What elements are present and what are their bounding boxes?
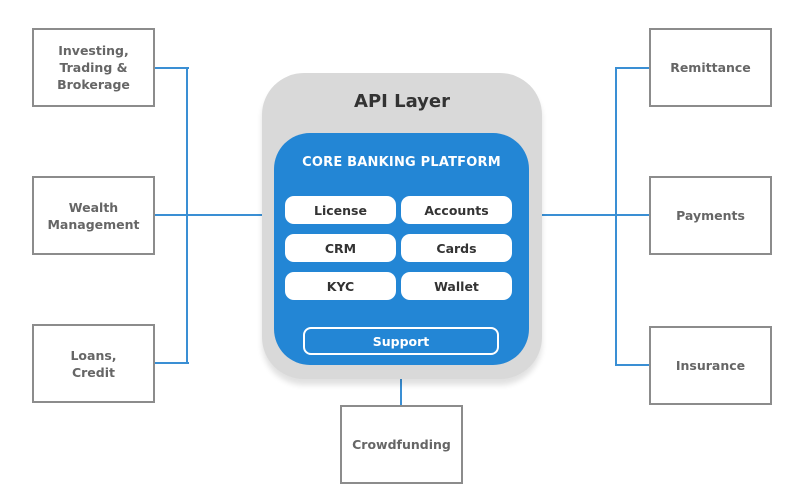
node-insurance[interactable]: Insurance xyxy=(649,326,772,405)
connector-left-loans xyxy=(154,362,189,364)
node-payments[interactable]: Payments xyxy=(649,176,772,255)
connector-left-main xyxy=(154,214,264,216)
node-investing-trading-brokerage[interactable]: Investing, Trading & Brokerage xyxy=(32,28,155,107)
connector-right-remittance xyxy=(615,67,650,69)
node-loans-credit[interactable]: Loans, Credit xyxy=(32,324,155,403)
api-layer-title: API Layer xyxy=(354,91,450,112)
connector-right-main xyxy=(540,214,650,216)
core-banking-title: CORE BANKING PLATFORM xyxy=(302,155,501,170)
connector-right-trunk xyxy=(615,67,617,366)
module-kyc[interactable]: KYC xyxy=(285,272,396,300)
module-cards[interactable]: Cards xyxy=(401,234,512,262)
module-license[interactable]: License xyxy=(285,196,396,224)
node-remittance[interactable]: Remittance xyxy=(649,28,772,107)
connector-bottom-crowdfunding xyxy=(400,378,402,406)
core-banking-platform: CORE BANKING PLATFORM License Accounts C… xyxy=(274,133,529,365)
api-layer: API Layer CORE BANKING PLATFORM License … xyxy=(262,73,542,379)
connector-right-insurance xyxy=(615,364,650,366)
module-crm[interactable]: CRM xyxy=(285,234,396,262)
module-accounts[interactable]: Accounts xyxy=(401,196,512,224)
connector-left-investing xyxy=(154,67,189,69)
module-wallet[interactable]: Wallet xyxy=(401,272,512,300)
node-crowdfunding[interactable]: Crowdfunding xyxy=(340,405,463,484)
support-module[interactable]: Support xyxy=(303,327,499,355)
node-wealth-management[interactable]: Wealth Management xyxy=(32,176,155,255)
